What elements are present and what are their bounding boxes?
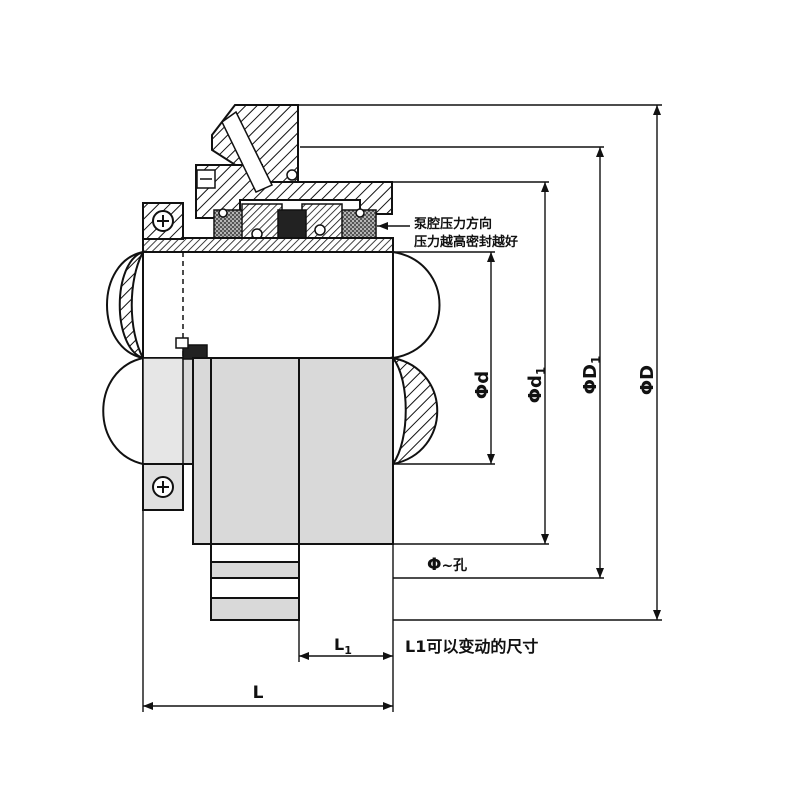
label-phi-D: ΦD — [637, 365, 658, 395]
svg-text:ΦD1: ΦD1 — [580, 356, 603, 395]
dim-d1-text: d — [525, 375, 546, 388]
gland-housing — [195, 104, 393, 219]
phi-symbol: Φ — [427, 555, 441, 575]
phi-symbol: Φ — [637, 380, 658, 395]
dimension-lines — [142, 104, 662, 712]
shaft-sleeve — [142, 237, 394, 253]
stationary-seat — [192, 357, 394, 621]
l1-note: L1可以变动的尺寸 — [405, 637, 538, 656]
pressure-note-line1: 泵腔压力方向 — [414, 216, 492, 232]
phi-symbol: Φ — [472, 384, 493, 399]
dim-d1-sub: 1 — [534, 367, 548, 375]
dim-L1-sub: 1 — [344, 644, 352, 657]
dim-D1-sub: 1 — [589, 356, 603, 364]
label-L1: L1 — [334, 635, 352, 657]
hole-suffix: ~孔 — [441, 558, 467, 574]
pressure-note-line2: 压力越高密封越好 — [414, 234, 518, 250]
dim-L1-text: L — [334, 635, 344, 654]
label-phi-d: Φd — [472, 371, 493, 399]
dim-D1-text: D — [580, 364, 601, 379]
dim-d-text: d — [472, 371, 493, 384]
svg-text:Φd: Φd — [472, 371, 493, 399]
seal-internals — [213, 203, 377, 250]
label-phi-D1: ΦD1 — [580, 356, 603, 395]
dimension-arrows — [143, 105, 661, 710]
dim-D-text: D — [637, 365, 658, 380]
svg-text:Φd1: Φd1 — [525, 367, 548, 404]
phi-symbol: Φ — [525, 388, 546, 403]
phi-symbol: Φ — [580, 379, 601, 394]
label-phi-d1: Φd1 — [525, 367, 548, 404]
label-L: L — [253, 683, 264, 703]
pressure-note: 泵腔压力方向 压力越高密封越好 — [414, 216, 518, 250]
clamp-block-top — [142, 202, 184, 240]
label-hole: Φ~孔 — [427, 555, 467, 575]
clamp-collar — [142, 337, 208, 511]
svg-text:ΦD: ΦD — [637, 365, 658, 395]
